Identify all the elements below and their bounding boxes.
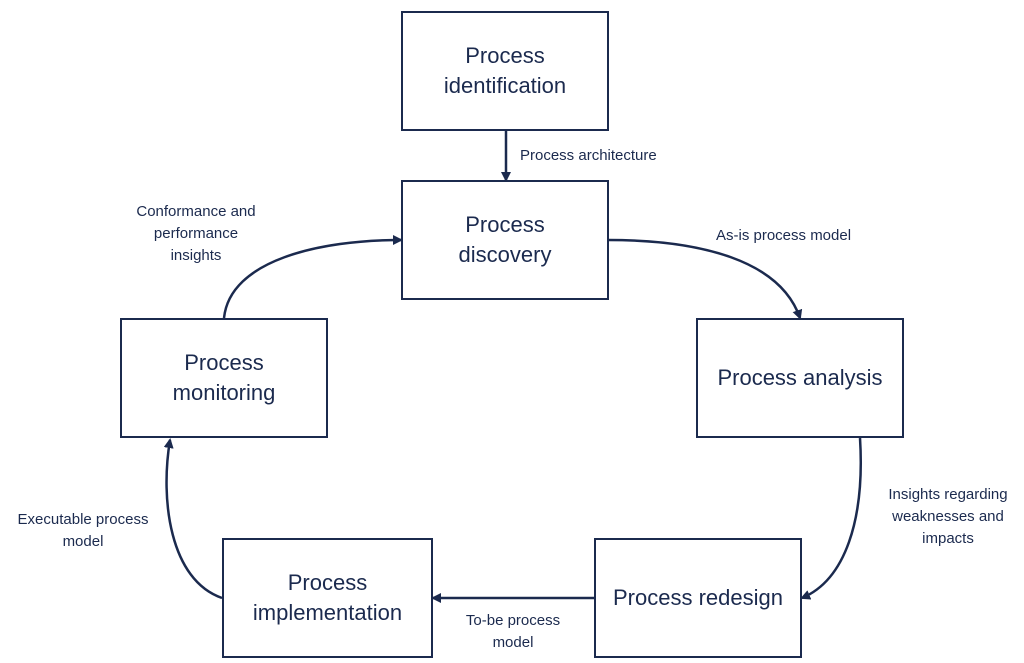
edge-label-as-is-process-model: As-is process model bbox=[716, 227, 852, 244]
node-label: Process discovery bbox=[458, 212, 552, 267]
edge-label-insights-weaknesses: Insights regarding weaknesses and impact… bbox=[888, 486, 1008, 547]
arrow-analysis-to-redesign bbox=[800, 437, 862, 600]
node-process-discovery: Process discovery bbox=[401, 180, 609, 300]
node-label: Process analysis bbox=[717, 365, 883, 390]
edge-label-to-be-process-model: To-be process model bbox=[465, 612, 561, 651]
node-process-redesign: Process redesign bbox=[594, 538, 802, 658]
arrow-monitoring-to-discovery bbox=[222, 235, 403, 319]
node-label: Process implementation bbox=[252, 570, 403, 625]
edge-label-process-architecture: Process architecture bbox=[520, 147, 657, 164]
node-label: Process identification bbox=[443, 43, 567, 98]
arrow-discovery-to-analysis bbox=[607, 238, 803, 320]
arrow-implementation-to-monitoring bbox=[163, 438, 223, 600]
edge-label-executable-process-model: Executable process model bbox=[17, 511, 149, 550]
node-label: Process monitoring bbox=[172, 350, 276, 405]
edge-label-conformance-performance: Conformance and performance insights bbox=[136, 203, 256, 264]
node-label: Process redesign bbox=[613, 585, 783, 610]
node-process-monitoring: Process monitoring bbox=[120, 318, 328, 438]
node-process-identification: Process identification bbox=[401, 11, 609, 131]
node-process-analysis: Process analysis bbox=[696, 318, 904, 438]
node-process-implementation: Process implementation bbox=[222, 538, 433, 658]
